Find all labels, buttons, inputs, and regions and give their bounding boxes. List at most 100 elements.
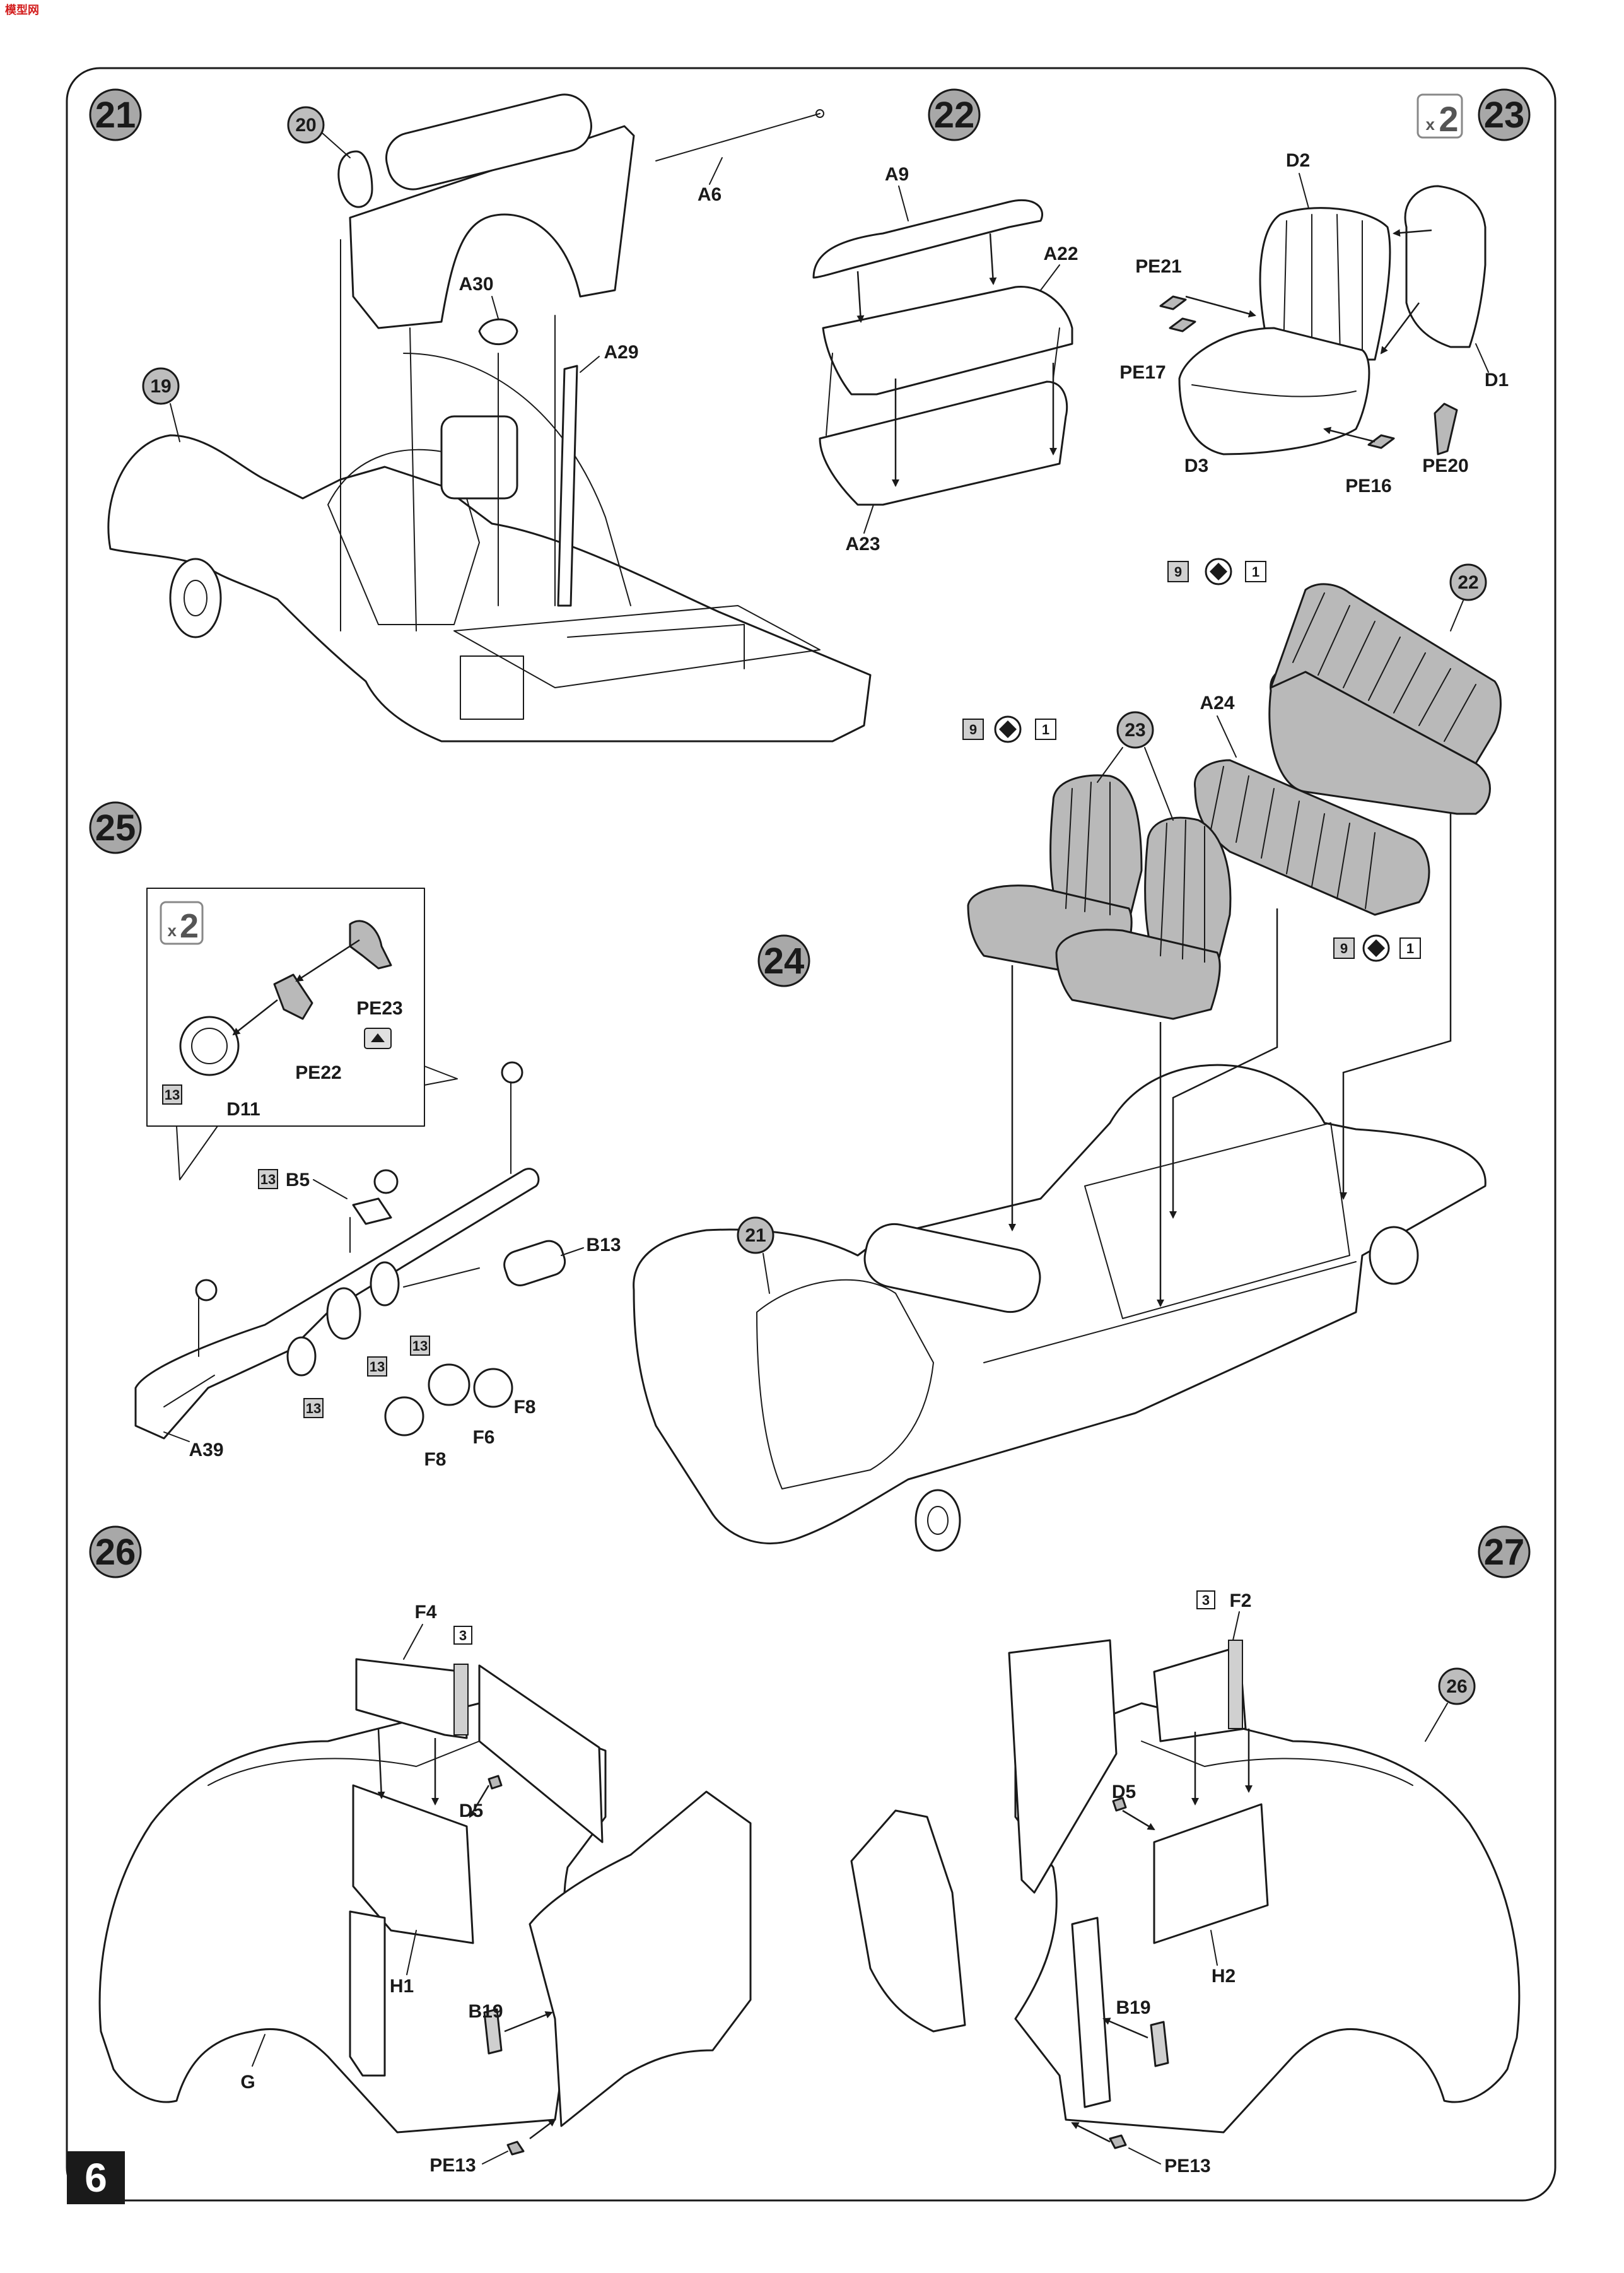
label-f8-right: F8	[513, 1397, 535, 1418]
paint-chip-3-a	[453, 1626, 472, 1645]
running-board	[983, 1261, 1357, 1363]
label-f6: F6	[472, 1427, 494, 1448]
step-24-badge	[757, 934, 810, 987]
step-21: 21 20 19 A6 A30 A29	[89, 88, 872, 743]
paint-chip-3-b	[1196, 1590, 1215, 1609]
part-a6-tip	[815, 109, 824, 118]
label-pe13-27: PE13	[1164, 2156, 1210, 2176]
step-22: 22 A9 A22 A23	[812, 88, 1078, 555]
step-23: x 2 23 D2 PE21 PE17 D1 D3 PE16 PE20	[1119, 88, 1531, 496]
step-24: 24 22 23 A24	[633, 558, 1502, 1552]
step-25-repeat: 2	[180, 907, 199, 945]
step-25-number: 25	[95, 808, 136, 849]
label-pe20: PE20	[1422, 455, 1468, 476]
step-24-ref-23: 23	[1125, 720, 1145, 741]
guide-22-2	[1053, 327, 1060, 379]
step-27-number: 27	[1484, 1532, 1525, 1573]
step-27-ref-26: 26	[1446, 1676, 1467, 1697]
seat-base	[567, 624, 745, 669]
arrow-22-1	[856, 271, 865, 323]
part-pe23	[349, 920, 392, 970]
part-pe17	[1169, 317, 1196, 332]
photo-etch-icon-mark	[371, 1033, 385, 1042]
part-a9-backrest	[812, 199, 1043, 279]
label-b19-27: B19	[1116, 1997, 1150, 2018]
paint-chip-13-a-text: 13	[165, 1087, 180, 1103]
paint-circle-icon-c-mark	[1367, 939, 1385, 957]
step-21-badge	[89, 88, 142, 141]
detail-box-pointers	[176, 1066, 458, 1180]
step-25: 25 x 2 PE23 PE22 D11 13	[89, 801, 621, 1470]
chassis-body	[107, 434, 872, 743]
paint-chip-3-a-text: 3	[459, 1628, 467, 1643]
leader-pe13-26	[482, 2151, 508, 2164]
part-pe22	[273, 973, 313, 1020]
part-d11-inner	[191, 1028, 228, 1064]
leader-a30	[491, 296, 499, 319]
leader-pe13-27	[1128, 2147, 1161, 2164]
part-a30	[478, 318, 518, 346]
paint-chip-13-a	[162, 1084, 182, 1105]
label-pe23: PE23	[356, 998, 402, 1019]
dash-slot	[163, 1375, 215, 1407]
label-pe13-26: PE13	[429, 2155, 476, 2176]
paint-chip-1-text: 1	[1252, 564, 1259, 580]
paint-circle-icon-mark	[1210, 563, 1227, 580]
leader-a29	[580, 356, 600, 373]
door-frame-right	[529, 1790, 752, 2127]
paint-chip-1-b-text: 1	[1042, 722, 1049, 737]
firewall-curve	[403, 353, 631, 606]
bench-ribs	[1292, 592, 1476, 742]
paint-chip-9-c-text: 9	[1340, 941, 1348, 956]
arrow-26-5	[469, 1785, 490, 1818]
paint-chip-1	[1245, 561, 1266, 582]
d3-seam	[1191, 384, 1357, 397]
arrow-27-4	[1102, 2018, 1148, 2039]
knob-left	[195, 1279, 218, 1301]
part-d5	[488, 1775, 503, 1790]
step-24-number: 24	[764, 941, 805, 982]
label-d2: D2	[1286, 150, 1310, 171]
part-h2-panel	[1153, 1803, 1269, 1944]
page-number: 6	[85, 2155, 107, 2200]
arrow-27-5	[1071, 2122, 1111, 2143]
step-23-number: 23	[1484, 95, 1525, 136]
label-a6: A6	[698, 184, 721, 205]
door-panel-back	[478, 1664, 604, 1843]
part-d2-backrest	[1259, 207, 1391, 361]
leader-d2	[1299, 173, 1309, 209]
arrow-25-2	[232, 999, 278, 1036]
step-26-badge	[89, 1525, 142, 1578]
part-pe13-27	[1109, 2134, 1127, 2149]
engine-cylinder	[440, 415, 518, 500]
step-23-repeat: 2	[1439, 99, 1458, 139]
floor-box	[460, 655, 524, 720]
part-f4-window	[355, 1658, 468, 1739]
leader-ref-26	[1425, 1703, 1448, 1742]
step-21-ref-19: 19	[150, 376, 171, 397]
site-logo-text: 模型网	[5, 3, 39, 16]
part-a22-seat	[822, 285, 1073, 396]
paint-circle-icon-b-mark	[999, 720, 1017, 738]
d2-ribs	[1283, 214, 1363, 357]
part-b5-ring	[373, 1169, 399, 1194]
fuel-tank	[385, 93, 592, 191]
arrow-26-3	[529, 2118, 556, 2139]
assembled-fuel-tank	[863, 1223, 1041, 1313]
part-a23-base	[819, 380, 1068, 506]
part-b13	[503, 1240, 566, 1286]
door-panel-27	[1008, 1639, 1118, 1894]
leader-b13	[561, 1247, 584, 1256]
floor-pan	[453, 605, 821, 688]
part-pe13	[506, 2141, 525, 2156]
step-25-badge	[89, 801, 142, 854]
arrow-23-2	[1393, 229, 1432, 237]
leader-b5	[313, 1179, 348, 1199]
front-wheel	[169, 558, 222, 638]
step-24-ref-21-badge	[737, 1216, 774, 1254]
label-a29: A29	[604, 342, 638, 363]
door-frame-27-left	[850, 1809, 966, 2033]
leader-f2	[1232, 1611, 1240, 1641]
paint-chip-9	[1167, 561, 1189, 582]
